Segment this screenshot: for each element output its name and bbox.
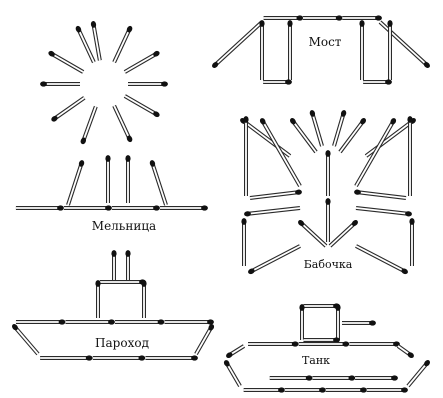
match-stick [289,117,316,152]
match-stick [325,150,330,196]
match-stick [149,159,166,205]
match-stick [241,218,246,266]
match-stick [16,319,65,324]
match-stick [128,81,168,86]
match-stick [244,208,300,217]
match-stick [303,303,339,308]
match-stick [299,341,350,346]
match-stick [270,375,313,380]
match-stick [355,375,398,380]
match-stick [40,81,80,86]
match-stick [105,155,110,203]
match-stick [164,319,213,324]
match-stick [16,205,64,210]
match-stick [145,355,197,360]
match-stick [115,319,164,324]
match-stick [211,22,262,69]
match-stick [408,359,431,386]
match-stick [50,98,84,123]
match-stick [312,375,355,380]
match-stick [244,387,285,392]
match-stick [248,341,299,346]
match-stick [387,20,392,80]
match-stick [160,205,208,210]
butterfly-figure [239,109,417,275]
match-stick [125,96,161,118]
match-stick [125,50,161,72]
match-stick [340,117,367,152]
match-stick [125,250,130,280]
match-stick [334,109,347,146]
match-stick [93,355,145,360]
match-stick [75,25,94,62]
match-stick [354,189,406,198]
match-stick [95,280,100,318]
match-stick [356,117,397,186]
match-stick [125,155,130,203]
match-stick [407,116,412,196]
match-stick [398,346,415,359]
match-stick [349,341,400,346]
match-stick [409,218,414,266]
match-stick [359,20,364,80]
match-stick [250,189,302,198]
steamship-caption: Пароход [95,336,149,350]
match-stick [356,208,412,217]
match-stick [297,219,326,246]
match-stick [259,117,300,186]
match-stick [259,20,264,80]
match-stick [287,20,292,80]
match-stick [342,15,382,20]
butterfly-caption: Бабочка [304,258,353,271]
match-stick [68,159,85,205]
match-stick [367,387,408,392]
match-stick [247,246,300,275]
match-stick [325,198,330,242]
match-stick [264,15,304,20]
match-stick [64,205,112,210]
match-stick [243,116,248,196]
match-stick [40,355,92,360]
match-stick [363,79,392,84]
match-stick [303,337,339,342]
match-stick [11,323,38,354]
mill-figure [16,21,208,211]
match-stick [141,280,146,318]
bridge-figure [211,15,431,84]
match-stick [263,79,292,84]
match-stick [356,246,409,275]
tank-figure [223,303,431,392]
match-stick [112,205,160,210]
match-stick [380,22,431,69]
match-stick [225,346,244,359]
match-stick [309,109,322,146]
match-stick [114,106,133,143]
match-stick [47,50,83,72]
mill-caption: Мельница [92,219,156,233]
match-stick [299,304,304,340]
match-stick [114,25,133,62]
match-stick [342,320,376,325]
match-stick [196,323,215,354]
match-stick [223,359,240,386]
match-stick [100,279,146,284]
match-stick [80,107,96,145]
match-stick [111,250,116,280]
match-stick [335,304,340,340]
bridge-caption: Мост [309,35,342,49]
match-stick [285,387,326,392]
match-stick [326,387,367,392]
tank-caption: Танк [302,354,330,367]
match-stick [330,219,359,246]
match-stick [65,319,114,324]
match-stick [303,15,343,20]
